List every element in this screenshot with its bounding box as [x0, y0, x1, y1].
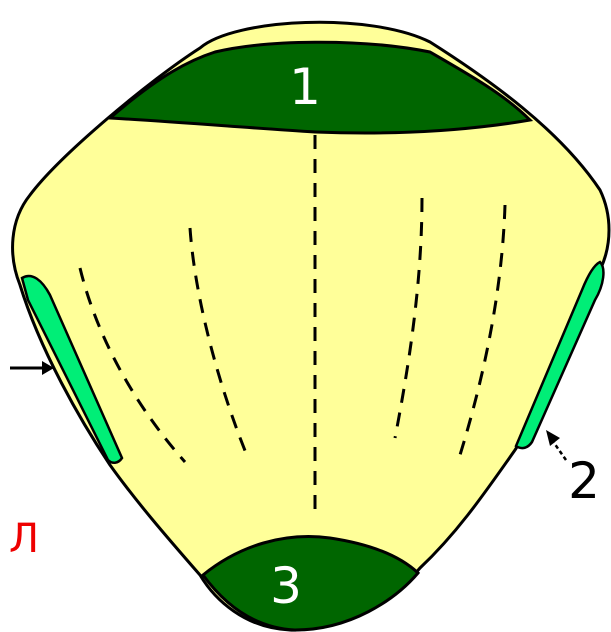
- bottom-region: [200, 535, 421, 632]
- label-right-marker: 2: [568, 452, 600, 510]
- label-bottom: 3: [270, 557, 302, 615]
- left-strip: [20, 274, 124, 464]
- dashed-lines: [78, 135, 507, 515]
- label-top: 1: [289, 58, 321, 116]
- dashed-line-left-2: [188, 227, 250, 459]
- left-arrow: [10, 361, 54, 375]
- right-arrow: [546, 430, 568, 461]
- dashed-line-left-1: [78, 267, 187, 463]
- right-strip: [514, 260, 605, 450]
- label-corner: Л: [9, 516, 39, 562]
- top-region: [106, 40, 534, 135]
- dashed-line-right-2: [458, 204, 507, 456]
- dashed-line-right-1: [393, 197, 424, 439]
